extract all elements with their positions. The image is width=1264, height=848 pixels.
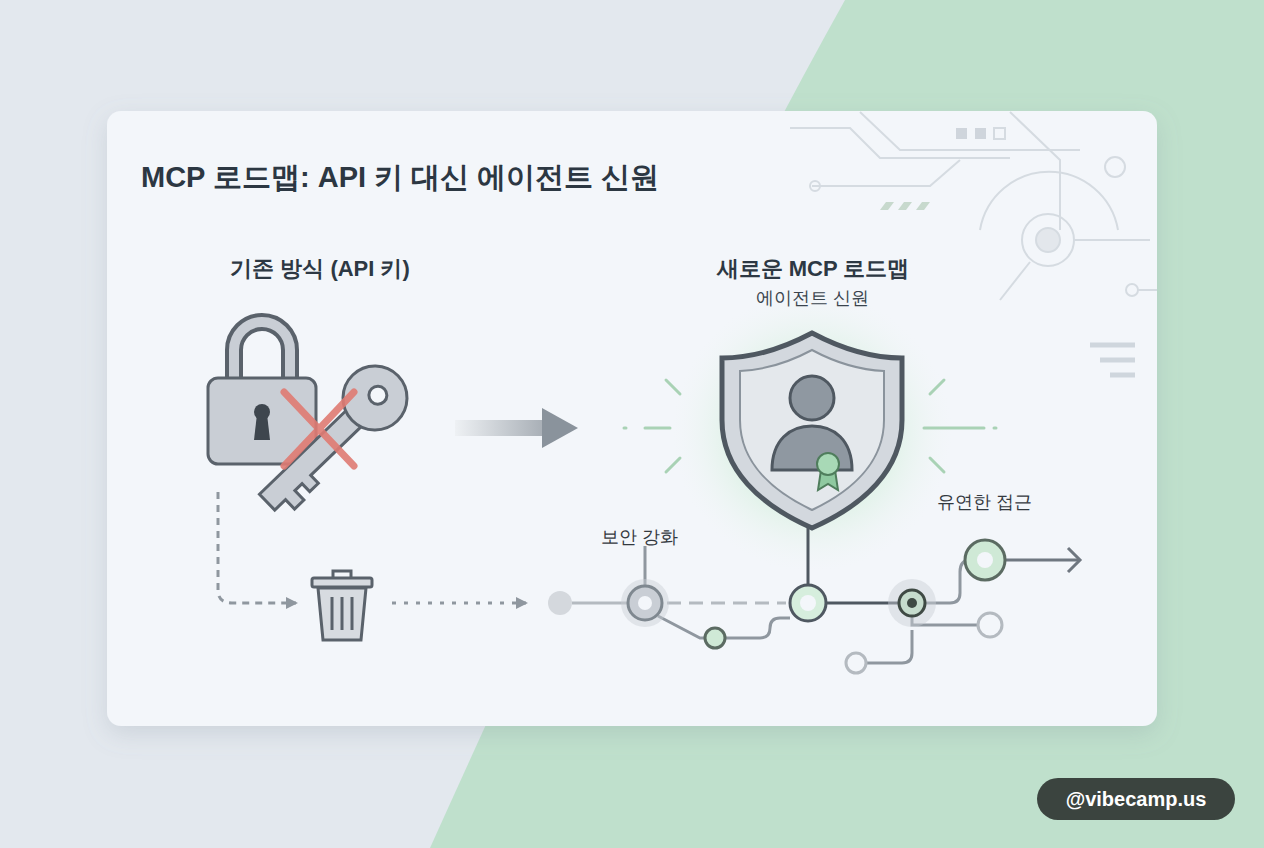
circuit-decoration [860, 112, 1080, 150]
roadmap-network [866, 630, 912, 663]
roadmap-network [667, 602, 786, 605]
circuit-decoration [1126, 284, 1138, 296]
lock-illustration [254, 414, 270, 440]
shield-illustration [722, 333, 902, 528]
roadmap-network [621, 579, 669, 627]
sparkle-lines [930, 458, 944, 472]
sparkle-lines [666, 380, 680, 394]
roadmap-network [899, 590, 925, 616]
roadmap-network [826, 602, 898, 605]
card [107, 111, 1157, 726]
lock-illustration [234, 322, 290, 380]
roadmap-network [807, 528, 810, 585]
shield-illustration [772, 426, 852, 470]
circuit-decoration [1000, 262, 1030, 300]
discard-path [218, 492, 526, 603]
shield-illustration [740, 350, 884, 510]
roadmap-network [800, 595, 816, 611]
card [107, 111, 1157, 726]
roadmap-network [724, 618, 790, 638]
roadmap-network [638, 596, 652, 610]
watermark: @vibecamp.us [1037, 778, 1235, 820]
cross-mark [284, 392, 354, 466]
key-illustration [245, 353, 420, 525]
lock-illustration [234, 322, 290, 380]
circuit-decoration [980, 172, 1118, 230]
roadmap-step-label: 유연한 접근 [915, 490, 1055, 514]
key-illustration [330, 353, 420, 443]
sparkle-lines [645, 427, 670, 430]
circuit-decoration [1090, 345, 1135, 375]
circuit-decoration [1105, 157, 1125, 177]
key-illustration [365, 382, 390, 407]
roadmap-network [548, 528, 1080, 673]
identity-glow [672, 292, 952, 572]
discard-path [218, 492, 296, 603]
circuit-decoration [1036, 228, 1060, 252]
roadmap-network [1068, 548, 1080, 572]
identity-glow [672, 292, 952, 572]
circuit-decoration [994, 128, 1005, 139]
roadmap-network [1005, 559, 1078, 562]
roadmap-network [965, 540, 1005, 580]
circuit-decoration [810, 181, 820, 191]
circuit-decoration [1022, 214, 1074, 266]
cross-mark [284, 392, 354, 466]
roadmap-step-label: 보안 강화 [580, 525, 700, 549]
group-subheading: 에이전트 신원 [578, 285, 1048, 311]
roadmap-network [572, 602, 627, 605]
circuit-decoration [880, 202, 930, 210]
circuit-decoration [1074, 239, 1150, 241]
roadmap-network [705, 628, 725, 648]
sparkle-lines [624, 427, 626, 430]
sparkle-lines [930, 380, 944, 394]
shield-illustration [790, 376, 834, 420]
sparkle-lines [924, 427, 984, 430]
group-heading: 기존 방식 (API 키) [185, 253, 455, 285]
circuit-decoration [790, 128, 1010, 158]
trash-can [312, 578, 372, 587]
circuit-decoration [1138, 289, 1157, 291]
transition-arrow [455, 420, 548, 436]
roadmap-network [548, 591, 572, 615]
trash-can [318, 588, 366, 640]
circuit-decoration [975, 128, 986, 139]
circuit-decoration [956, 128, 967, 139]
group-heading: 새로운 MCP 로드맵 [578, 253, 1048, 285]
diagram-title: MCP 로드맵: API 키 대신 에이전트 신원 [141, 157, 659, 197]
roadmap-network [907, 598, 917, 608]
roadmap-network [888, 579, 936, 627]
discard-path [392, 602, 526, 605]
cross-mark [284, 392, 354, 466]
sparkle-lines [994, 427, 996, 430]
trash-can [332, 597, 352, 630]
legacy-method-group: 기존 방식 (API 키) [185, 253, 455, 523]
lock-illustration [208, 322, 316, 464]
roadmap-network [977, 552, 993, 568]
trash-can [312, 571, 372, 640]
roadmap-network [658, 616, 706, 638]
sparkle-lines [666, 458, 680, 472]
circuit-decoration [812, 160, 960, 186]
shield-illustration [817, 453, 839, 475]
roadmap-network [978, 613, 1002, 637]
roadmap-network [846, 653, 866, 673]
shield-illustration [722, 333, 902, 528]
roadmap-network [628, 586, 662, 620]
roadmap-network [790, 585, 826, 621]
